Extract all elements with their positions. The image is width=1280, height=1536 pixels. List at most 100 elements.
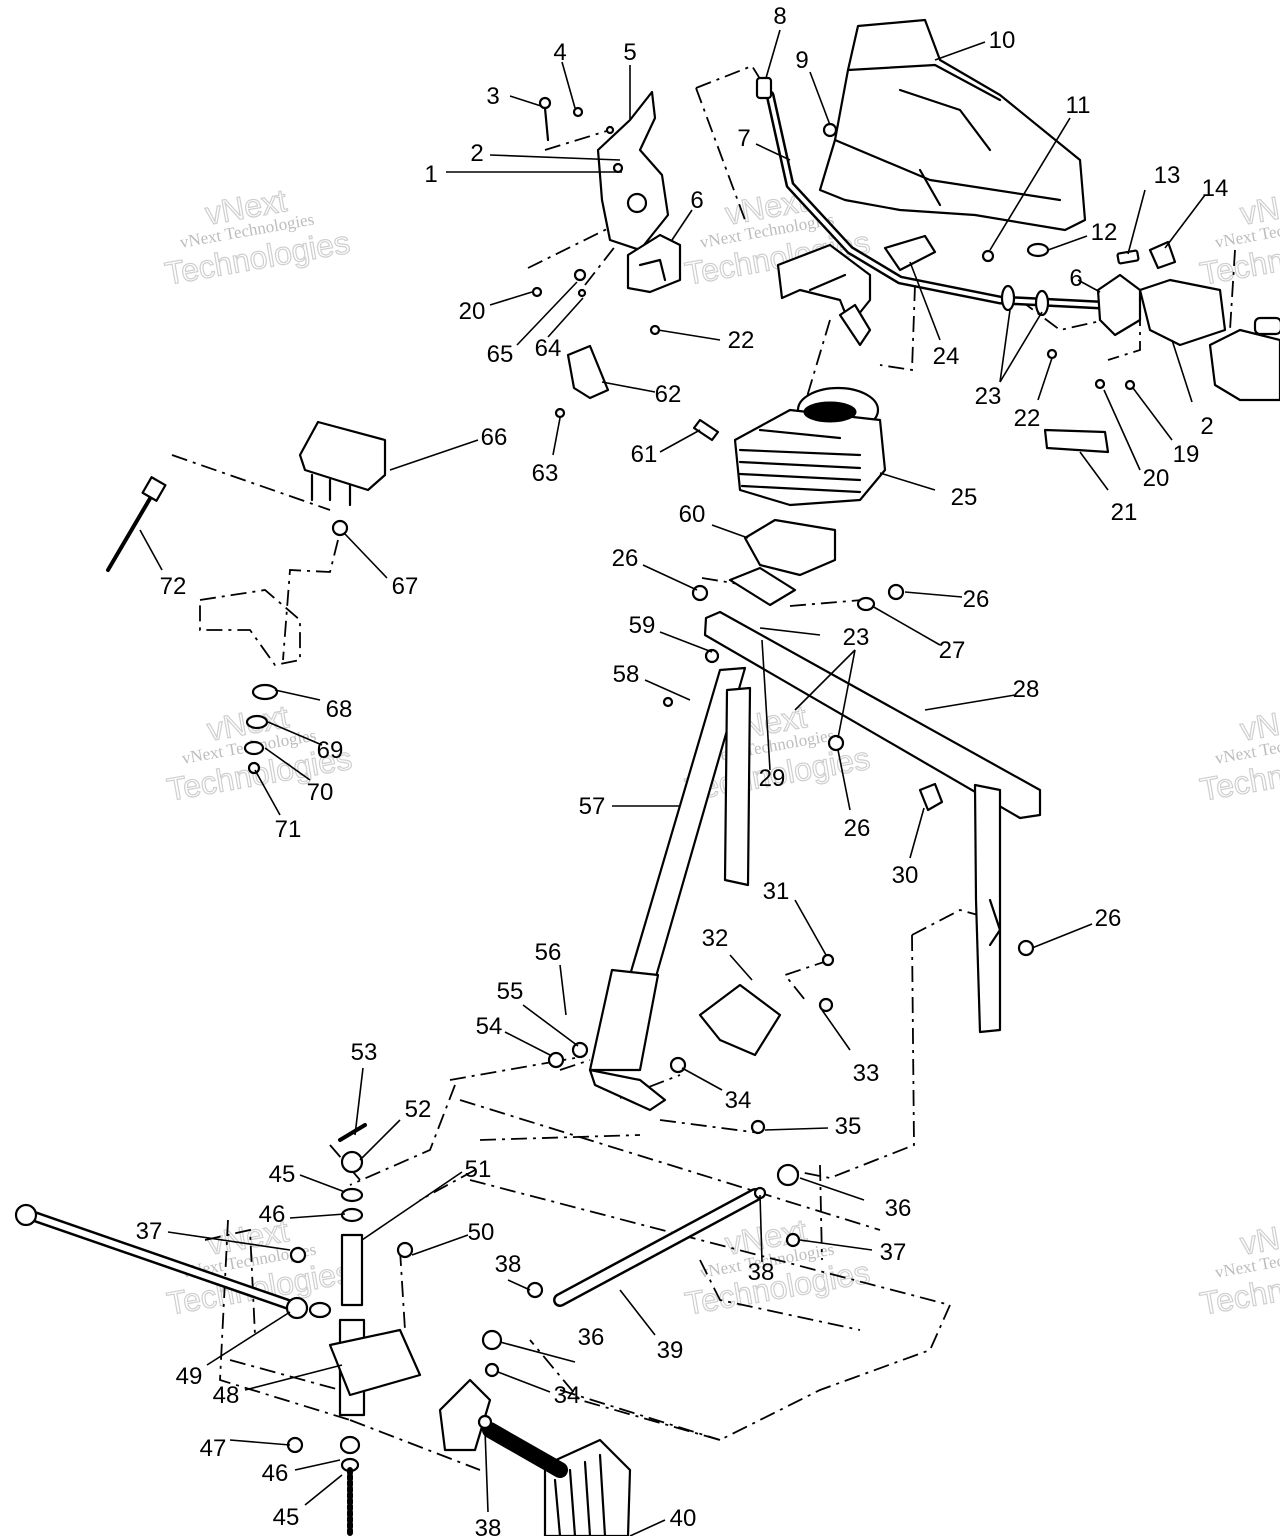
- callout-32: 32: [702, 925, 729, 952]
- callout-35: 35: [835, 1113, 862, 1140]
- callout-8: 8: [773, 3, 786, 30]
- leader-lines: [139, 29, 1206, 1536]
- callout-12: 12: [1091, 219, 1118, 246]
- callout-28: 28: [1013, 676, 1040, 703]
- fuel-tank: [733, 386, 887, 507]
- clamp: [743, 518, 837, 577]
- callout-37: 37: [136, 1218, 163, 1245]
- callout-19: 19: [1173, 441, 1200, 468]
- callout-9: 9: [795, 47, 808, 74]
- callout-27: 27: [939, 637, 966, 664]
- callout-29: 29: [759, 765, 786, 792]
- cover-plate: [566, 344, 610, 400]
- gearbox: [482, 1422, 632, 1536]
- callout-38: 38: [475, 1515, 502, 1536]
- callout-26: 26: [1095, 905, 1122, 932]
- steering-post: [588, 666, 752, 1112]
- steering-arm: [438, 1378, 492, 1452]
- callout-61: 61: [631, 441, 658, 468]
- callout-labels: 8 10 9 11 4 5 3 7 2 1 13 14 6 12 6 20 22…: [136, 3, 1229, 1536]
- callout-66: 66: [481, 424, 508, 451]
- mount-plate: [698, 983, 782, 1057]
- watermark: vNext vNext Technologies Technologies: [1197, 698, 1280, 809]
- callout-46: 46: [259, 1201, 286, 1228]
- callout-25: 25: [951, 484, 978, 511]
- callout-1: 1: [424, 161, 437, 188]
- callout-31: 31: [763, 878, 790, 905]
- callout-47: 47: [200, 1435, 227, 1462]
- callout-45: 45: [269, 1161, 296, 1188]
- handlebar-bar: [755, 76, 1105, 310]
- callout-21: 21: [1111, 499, 1138, 526]
- callout-22: 22: [728, 327, 755, 354]
- callout-64: 64: [535, 335, 562, 362]
- callout-2: 2: [470, 140, 483, 167]
- callout-40: 40: [670, 1505, 697, 1532]
- callout-34: 34: [725, 1087, 752, 1114]
- callout-71: 71: [275, 816, 302, 843]
- callout-45: 45: [273, 1504, 300, 1531]
- callout-23: 23: [843, 624, 870, 651]
- callout-50: 50: [468, 1219, 495, 1246]
- callout-38: 38: [495, 1251, 522, 1278]
- callout-63: 63: [532, 460, 559, 487]
- watermark: vNext vNext Technologies Technologies: [1197, 1212, 1280, 1323]
- switch-housing-right: [1096, 240, 1280, 402]
- callout-72: 72: [160, 573, 187, 600]
- callout-46: 46: [262, 1460, 289, 1487]
- callout-3: 3: [486, 83, 499, 110]
- watermark: vNext vNext Technologies Technologies: [162, 182, 353, 293]
- callout-11: 11: [1066, 92, 1091, 119]
- callout-10: 10: [989, 27, 1016, 54]
- callout-36: 36: [578, 1324, 605, 1351]
- callout-70: 70: [307, 779, 334, 806]
- callout-34: 34: [554, 1382, 581, 1409]
- callout-56: 56: [535, 939, 562, 966]
- callout-23: 23: [975, 383, 1002, 410]
- callout-20: 20: [459, 298, 486, 325]
- callout-22: 22: [1014, 405, 1041, 432]
- callout-26: 26: [612, 545, 639, 572]
- pin: [106, 488, 157, 572]
- callout-7: 7: [737, 125, 750, 152]
- callout-13: 13: [1154, 162, 1181, 189]
- callout-6: 6: [690, 187, 703, 214]
- parts: [14, 18, 1280, 1536]
- callout-55: 55: [497, 978, 524, 1005]
- switch-box: [298, 420, 387, 507]
- callout-6: 6: [1069, 265, 1082, 292]
- callout-60: 60: [679, 501, 706, 528]
- callout-68: 68: [326, 696, 353, 723]
- callout-36: 36: [885, 1195, 912, 1222]
- callout-58: 58: [613, 661, 640, 688]
- end-cap: [755, 76, 773, 100]
- callout-53: 53: [351, 1039, 378, 1066]
- callout-51: 51: [465, 1156, 492, 1183]
- callout-48: 48: [213, 1382, 240, 1409]
- callout-26: 26: [963, 586, 990, 613]
- callout-20: 20: [1143, 465, 1170, 492]
- callout-30: 30: [892, 862, 919, 889]
- callout-5: 5: [623, 39, 636, 66]
- callout-57: 57: [579, 793, 606, 820]
- callout-69: 69: [317, 737, 344, 764]
- callout-54: 54: [476, 1013, 503, 1040]
- switch-housing-left: [626, 233, 682, 294]
- hardware: [243, 96, 1136, 1536]
- callout-65: 65: [487, 341, 514, 368]
- callout-2: 2: [1200, 413, 1213, 440]
- seat: [818, 18, 1087, 232]
- callout-4: 4: [553, 39, 566, 66]
- callout-37: 37: [880, 1239, 907, 1266]
- spindle: [328, 1233, 422, 1417]
- callout-14: 14: [1202, 175, 1229, 202]
- callout-26: 26: [844, 815, 871, 842]
- assembly-dashed-lines: [171, 64, 1236, 1471]
- left-bracket: [596, 90, 670, 252]
- seat-bracket: [776, 234, 937, 347]
- callout-49: 49: [176, 1363, 203, 1390]
- cross-member: [703, 610, 1042, 1034]
- callout-59: 59: [629, 612, 656, 639]
- callout-67: 67: [392, 573, 419, 600]
